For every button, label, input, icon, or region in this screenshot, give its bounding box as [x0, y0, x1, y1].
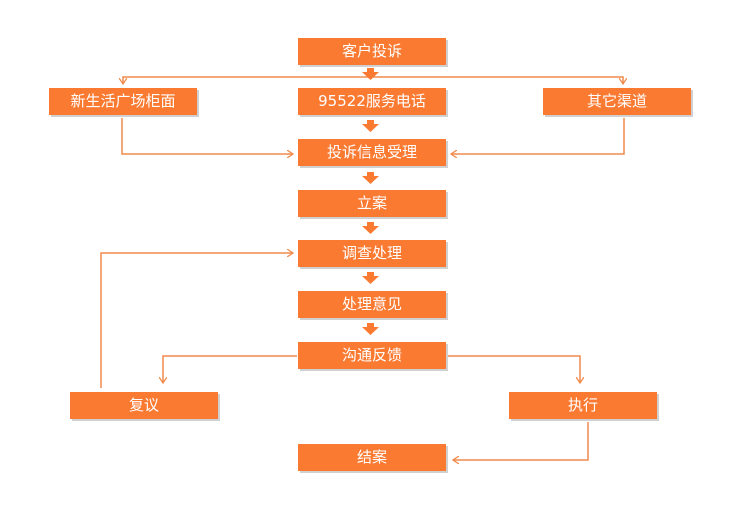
connector-complaint-to-counter [123, 76, 370, 84]
connector-feedback-to-review [163, 355, 297, 383]
arrow-accept-to-register [362, 172, 379, 184]
node-register: 立案 [298, 190, 446, 217]
arrow-investigate-to-opinion [362, 272, 379, 284]
node-other-channels: 其它渠道 [543, 88, 691, 115]
connector-complaint-to-other [370, 76, 623, 84]
arrow-complaint-to-hotline [362, 68, 379, 80]
node-accept: 投诉信息受理 [298, 139, 446, 166]
connector-other-to-accept [451, 118, 625, 154]
node-counter: 新生活广场柜面 [49, 88, 197, 115]
node-investigate: 调查处理 [298, 240, 446, 267]
connector-review-to-investigate [100, 253, 293, 388]
node-execute: 执行 [509, 392, 657, 419]
node-complaint: 客户投诉 [298, 38, 446, 65]
arrow-opinion-to-feedback [362, 323, 379, 335]
connector-execute-to-close [453, 422, 589, 460]
node-hotline: 95522服务电话 [298, 88, 446, 115]
arrow-hotline-to-accept [362, 120, 379, 132]
connector-feedback-to-execute [448, 355, 580, 383]
arrow-register-to-investigate [362, 222, 379, 234]
node-review: 复议 [70, 392, 218, 419]
node-opinion: 处理意见 [298, 291, 446, 318]
node-close: 结案 [298, 444, 446, 471]
node-feedback: 沟通反馈 [298, 342, 446, 369]
connector-counter-to-accept [121, 118, 293, 154]
